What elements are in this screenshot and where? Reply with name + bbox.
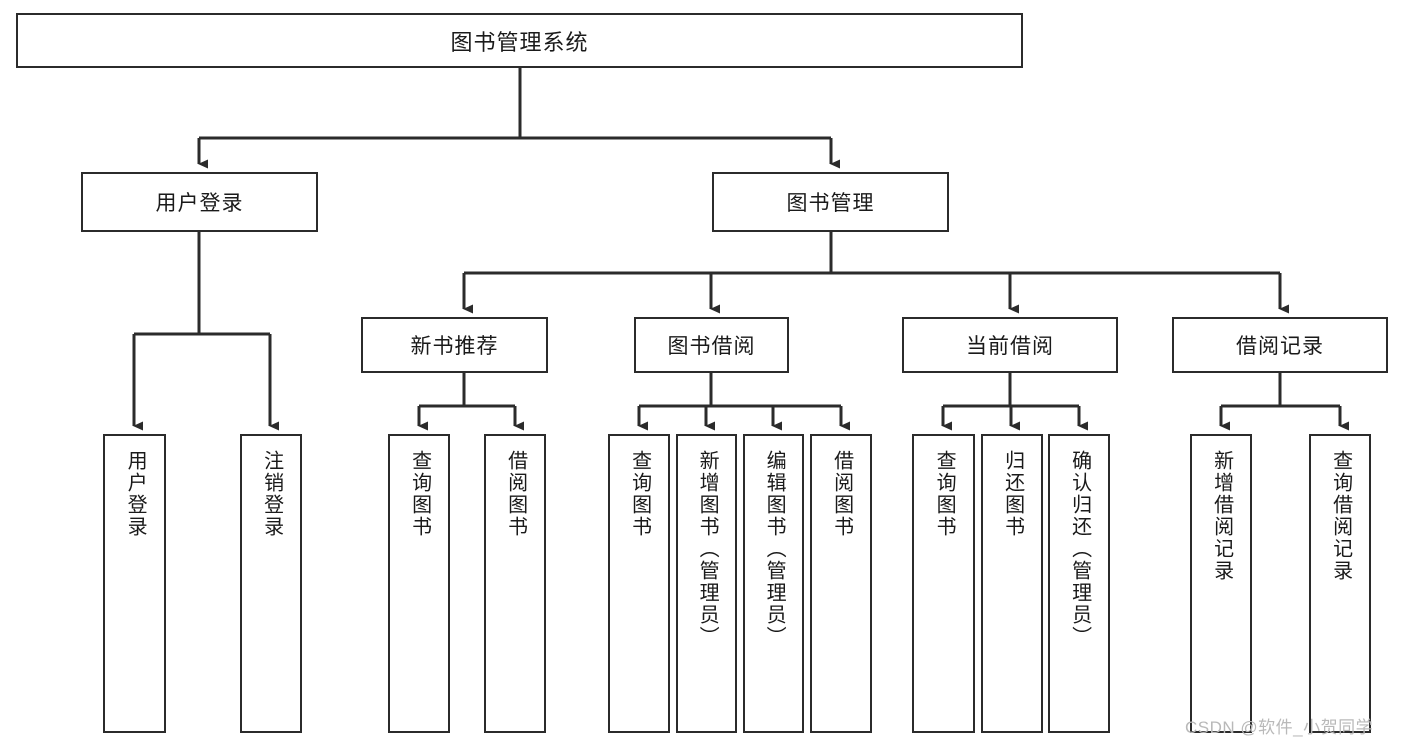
node-leaf-borrow-book-1-label: 借阅图书	[504, 450, 527, 538]
node-leaf-borrow-book-2-label: 借阅图书	[830, 450, 853, 538]
node-leaf-confirm-return[interactable]: 确认归还（管理员）	[1048, 434, 1110, 733]
node-leaf-edit-book[interactable]: 编辑图书（管理员）	[743, 434, 804, 733]
node-leaf-add-book[interactable]: 新增图书（管理员）	[676, 434, 737, 733]
node-leaf-return-book-label: 归还图书	[1001, 450, 1024, 538]
node-root[interactable]: 图书管理系统	[16, 13, 1023, 68]
node-leaf-confirm-return-label: 确认归还（管理员）	[1068, 450, 1091, 648]
node-leaf-add-record[interactable]: 新增借阅记录	[1190, 434, 1252, 733]
node-leaf-return-book[interactable]: 归还图书	[981, 434, 1043, 733]
node-root-label: 图书管理系统	[450, 29, 589, 55]
node-leaf-add-record-label: 新增借阅记录	[1210, 450, 1233, 582]
node-user-login[interactable]: 用户登录	[81, 172, 318, 232]
node-leaf-query-book-3-label: 查询图书	[933, 450, 956, 538]
node-current-borrow-label: 当前借阅	[966, 335, 1054, 358]
node-book-management[interactable]: 图书管理	[712, 172, 949, 232]
watermark-text: CSDN @软件_小贺同学	[1185, 718, 1374, 737]
node-leaf-query-book-1[interactable]: 查询图书	[388, 434, 450, 733]
node-borrow-record[interactable]: 借阅记录	[1172, 317, 1388, 373]
node-leaf-query-book-3[interactable]: 查询图书	[912, 434, 975, 733]
node-leaf-logout-login-label: 注销登录	[260, 450, 283, 538]
node-book-management-label: 图书管理	[786, 192, 875, 215]
node-leaf-query-book-2[interactable]: 查询图书	[608, 434, 670, 733]
node-user-login-label: 用户登录	[155, 192, 244, 215]
node-current-borrow[interactable]: 当前借阅	[902, 317, 1118, 373]
node-book-borrow[interactable]: 图书借阅	[634, 317, 789, 373]
node-leaf-add-book-label: 新增图书（管理员）	[696, 450, 719, 648]
node-leaf-logout-login[interactable]: 注销登录	[240, 434, 302, 733]
node-borrow-record-label: 借阅记录	[1236, 335, 1324, 358]
node-leaf-borrow-book-2[interactable]: 借阅图书	[810, 434, 872, 733]
node-leaf-edit-book-label: 编辑图书（管理员）	[763, 450, 786, 648]
node-leaf-query-book-2-label: 查询图书	[628, 450, 651, 538]
node-leaf-query-record[interactable]: 查询借阅记录	[1309, 434, 1371, 733]
node-book-borrow-label: 图书借阅	[667, 335, 756, 358]
node-leaf-borrow-book-1[interactable]: 借阅图书	[484, 434, 546, 733]
node-leaf-user-login[interactable]: 用户登录	[103, 434, 166, 733]
node-leaf-query-record-label: 查询借阅记录	[1329, 450, 1352, 582]
node-new-book-recommend-label: 新书推荐	[410, 335, 499, 358]
node-new-book-recommend[interactable]: 新书推荐	[361, 317, 548, 373]
node-leaf-user-login-label: 用户登录	[124, 450, 147, 538]
node-leaf-query-book-1-label: 查询图书	[408, 450, 431, 538]
